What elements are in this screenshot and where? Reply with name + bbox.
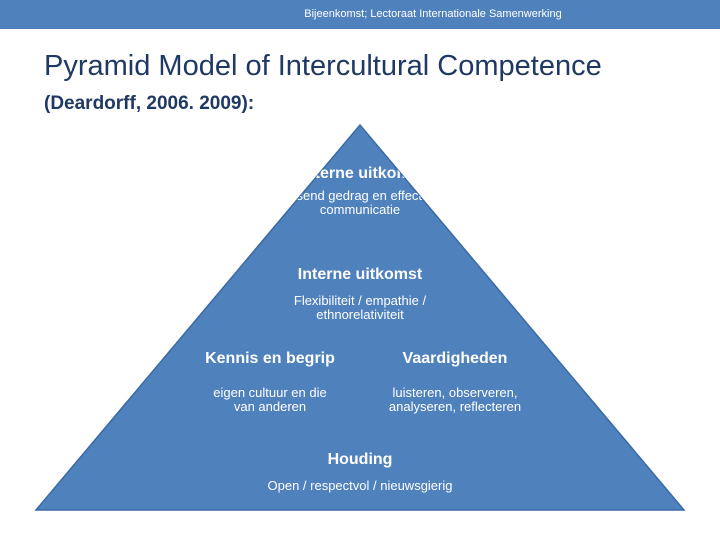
pyramid-shape	[34, 123, 686, 511]
upper-level-line1: Flexibiliteit / empathie /	[293, 293, 427, 308]
top-level-heading: Externe uitkomst	[295, 165, 425, 182]
top-level-line2: communicatie	[320, 202, 400, 217]
middle-left-heading: Kennis en begrip	[205, 350, 335, 367]
middle-left-line2: van anderen	[233, 399, 307, 414]
slide-title: Pyramid Model of Intercultural Competenc…	[44, 50, 602, 82]
header-bar: Bijeenkomst; Lectoraat Internationale Sa…	[0, 0, 720, 29]
upper-level-heading: Interne uitkomst	[297, 266, 423, 283]
upper-level-line2: ethnorelativiteit	[316, 307, 404, 322]
middle-right-heading: Vaardigheden	[402, 350, 508, 367]
slide-subtitle: (Deardorff, 2006. 2009):	[44, 93, 255, 114]
base-level-heading: Houding	[327, 451, 393, 468]
header-text: Bijeenkomst; Lectoraat Internationale Sa…	[304, 8, 562, 20]
middle-right-line2: analyseren, reflecteren	[388, 399, 522, 414]
base-level-line1: Open / respectvol / nieuwsgierig	[267, 478, 453, 493]
middle-right-line1: luisteren, observeren,	[392, 385, 518, 400]
middle-left-line1: eigen cultuur en die	[213, 385, 327, 400]
top-level-line1: Passend gedrag en effectieve	[274, 188, 446, 203]
